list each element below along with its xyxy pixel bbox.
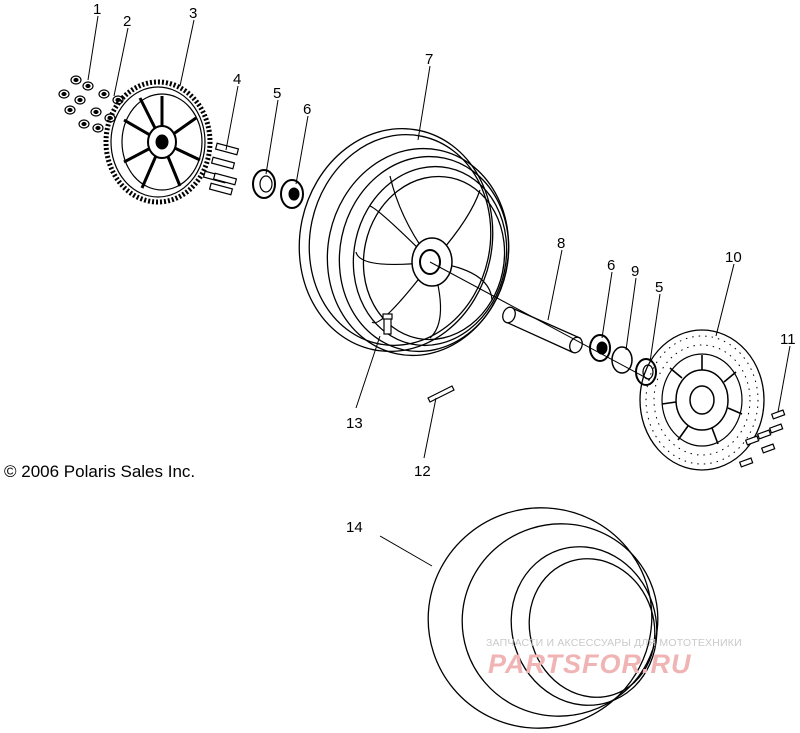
balance-weight [427, 385, 455, 403]
callout-6-left: 6 [303, 101, 311, 118]
callout-5-left: 5 [273, 85, 281, 102]
assembly-axis [429, 261, 651, 381]
callout-12: 12 [414, 463, 431, 480]
bearing-left [280, 179, 304, 209]
copyright-notice: © 2006 Polaris Sales Inc. [4, 462, 196, 481]
callout-8: 8 [557, 235, 565, 252]
callout-numbers: 1 2 3 4 5 6 7 8 6 9 5 10 11 13 12 14 [93, 1, 796, 536]
watermark-tagline: ЗАПЧАСТИ И АКСЕССУАРЫ ДЛЯ МОТОТЕХНИКИ [486, 637, 742, 649]
callout-10: 10 [725, 249, 742, 266]
brake-disc [639, 329, 765, 471]
callout-1: 1 [93, 1, 101, 18]
callout-9: 9 [631, 263, 639, 280]
callout-3: 3 [189, 5, 197, 22]
tire [427, 507, 659, 729]
callout-2: 2 [123, 13, 131, 30]
wheel-studs [202, 142, 240, 196]
seal-right [635, 358, 657, 386]
callout-11: 11 [780, 331, 796, 348]
callout-4: 4 [233, 71, 241, 88]
nuts-washers-cluster [58, 75, 124, 133]
axle-spacer [502, 306, 583, 354]
valve-stem [382, 313, 393, 335]
callout-5-right: 5 [655, 279, 663, 296]
callout-6-right: 6 [607, 257, 615, 274]
callout-14: 14 [346, 519, 363, 536]
callout-7: 7 [425, 51, 433, 68]
disc-bolts [738, 409, 786, 468]
wheel-rim [298, 127, 510, 357]
callout-13: 13 [346, 415, 363, 432]
watermark-logo: PARTSFOR.RU [488, 649, 692, 679]
drive-pulley [103, 79, 213, 205]
leader-lines [87, 15, 791, 567]
seal-left [252, 169, 276, 199]
